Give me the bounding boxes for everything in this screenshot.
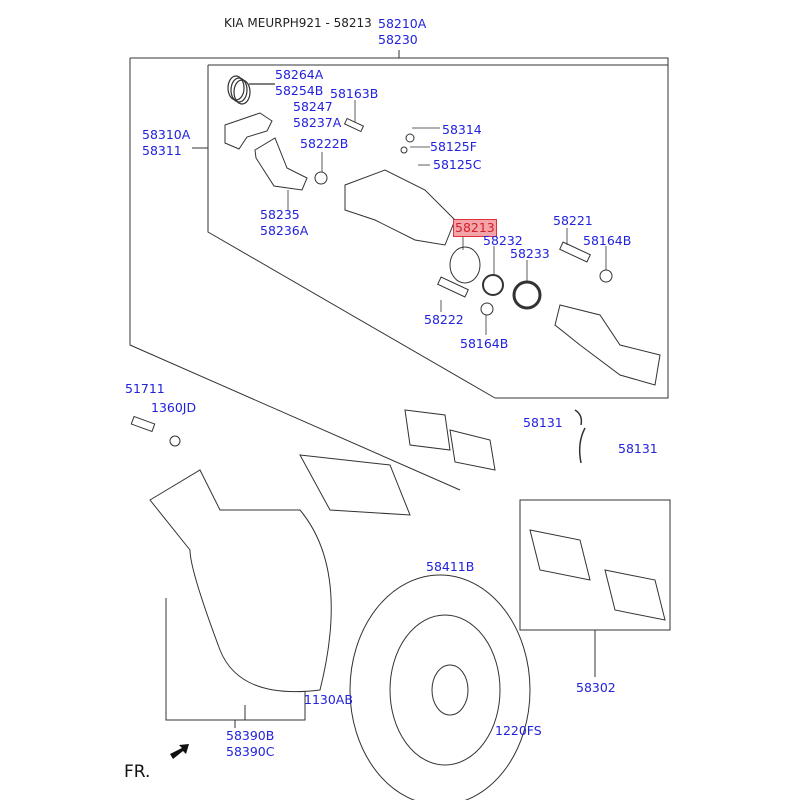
front-direction-label: FR. [124, 762, 151, 782]
callout-58131-a[interactable]: 58131 [523, 415, 563, 430]
callout-58221[interactable]: 58221 [553, 213, 593, 228]
callout-58222[interactable]: 58222 [424, 312, 464, 327]
callout-51711[interactable]: 51711 [125, 381, 165, 396]
inner-frame [207, 64, 669, 399]
callout-58164b-right[interactable]: 58164B [583, 233, 632, 248]
dust-shield-icon [149, 469, 332, 693]
anti-rattle-spring-icon [574, 409, 586, 464]
plate-icon [224, 112, 273, 150]
callout-1130ab[interactable]: 1130AB [304, 692, 353, 707]
diagram-title: KIA MEURPH921 - 58213 [224, 16, 372, 30]
callout-58131-b[interactable]: 58131 [618, 441, 658, 456]
mount-bolt-icon [130, 415, 156, 433]
callout-58125c[interactable]: 58125C [433, 157, 482, 172]
outer-frame [129, 57, 669, 491]
callout-58164b-left[interactable]: 58164B [460, 336, 509, 351]
washer-icon [169, 435, 181, 447]
callout-1220fs[interactable]: 1220FS [495, 723, 542, 738]
callout-1360jd[interactable]: 1360JD [151, 400, 197, 415]
callout-58213-highlighted[interactable]: 58213 [453, 219, 497, 237]
callout-58411b[interactable]: 58411B [426, 559, 475, 574]
brake-pad-icon [404, 409, 451, 451]
callout-58222b[interactable]: 58222B [300, 136, 349, 151]
callout-58125f[interactable]: 58125F [430, 139, 477, 154]
callout-58314[interactable]: 58314 [442, 122, 482, 137]
callout-58302[interactable]: 58302 [576, 680, 616, 695]
bracket-icon [254, 137, 308, 191]
brake-disc-icon [349, 574, 531, 800]
callout-58232[interactable]: 58232 [483, 233, 523, 248]
callout-58233[interactable]: 58233 [510, 246, 550, 261]
spring-icon [227, 75, 275, 105]
piston-icon [437, 241, 613, 316]
callout-58163b[interactable]: 58163B [330, 86, 379, 101]
caliper-icon [344, 169, 456, 246]
bushing-left-icon [314, 171, 328, 185]
bolt-top-icon [343, 117, 365, 133]
front-arrow-icon [170, 744, 189, 759]
carrier-icon [554, 304, 661, 386]
